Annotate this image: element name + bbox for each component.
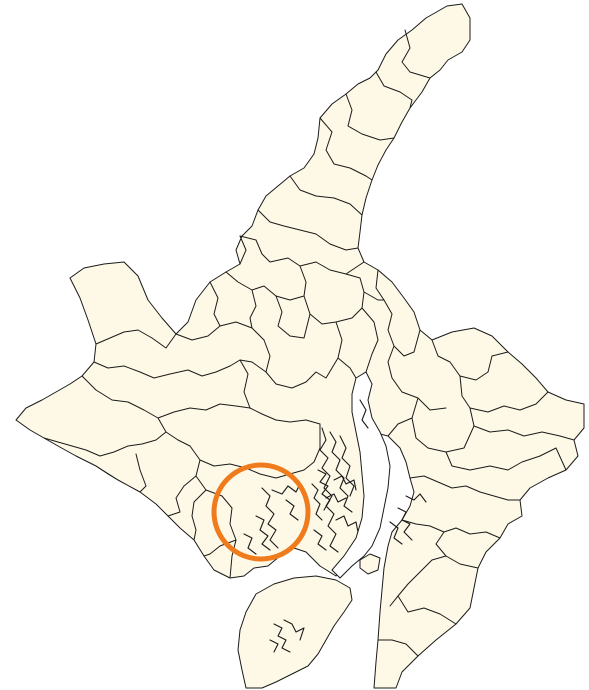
district-boundaries [43, 29, 575, 657]
highlight-circle-marker [211, 462, 311, 562]
estuary-mangrove-detail [243, 399, 427, 653]
estuary-islet [359, 553, 381, 575]
southern-island [237, 575, 353, 689]
main-river-channel [331, 371, 391, 579]
